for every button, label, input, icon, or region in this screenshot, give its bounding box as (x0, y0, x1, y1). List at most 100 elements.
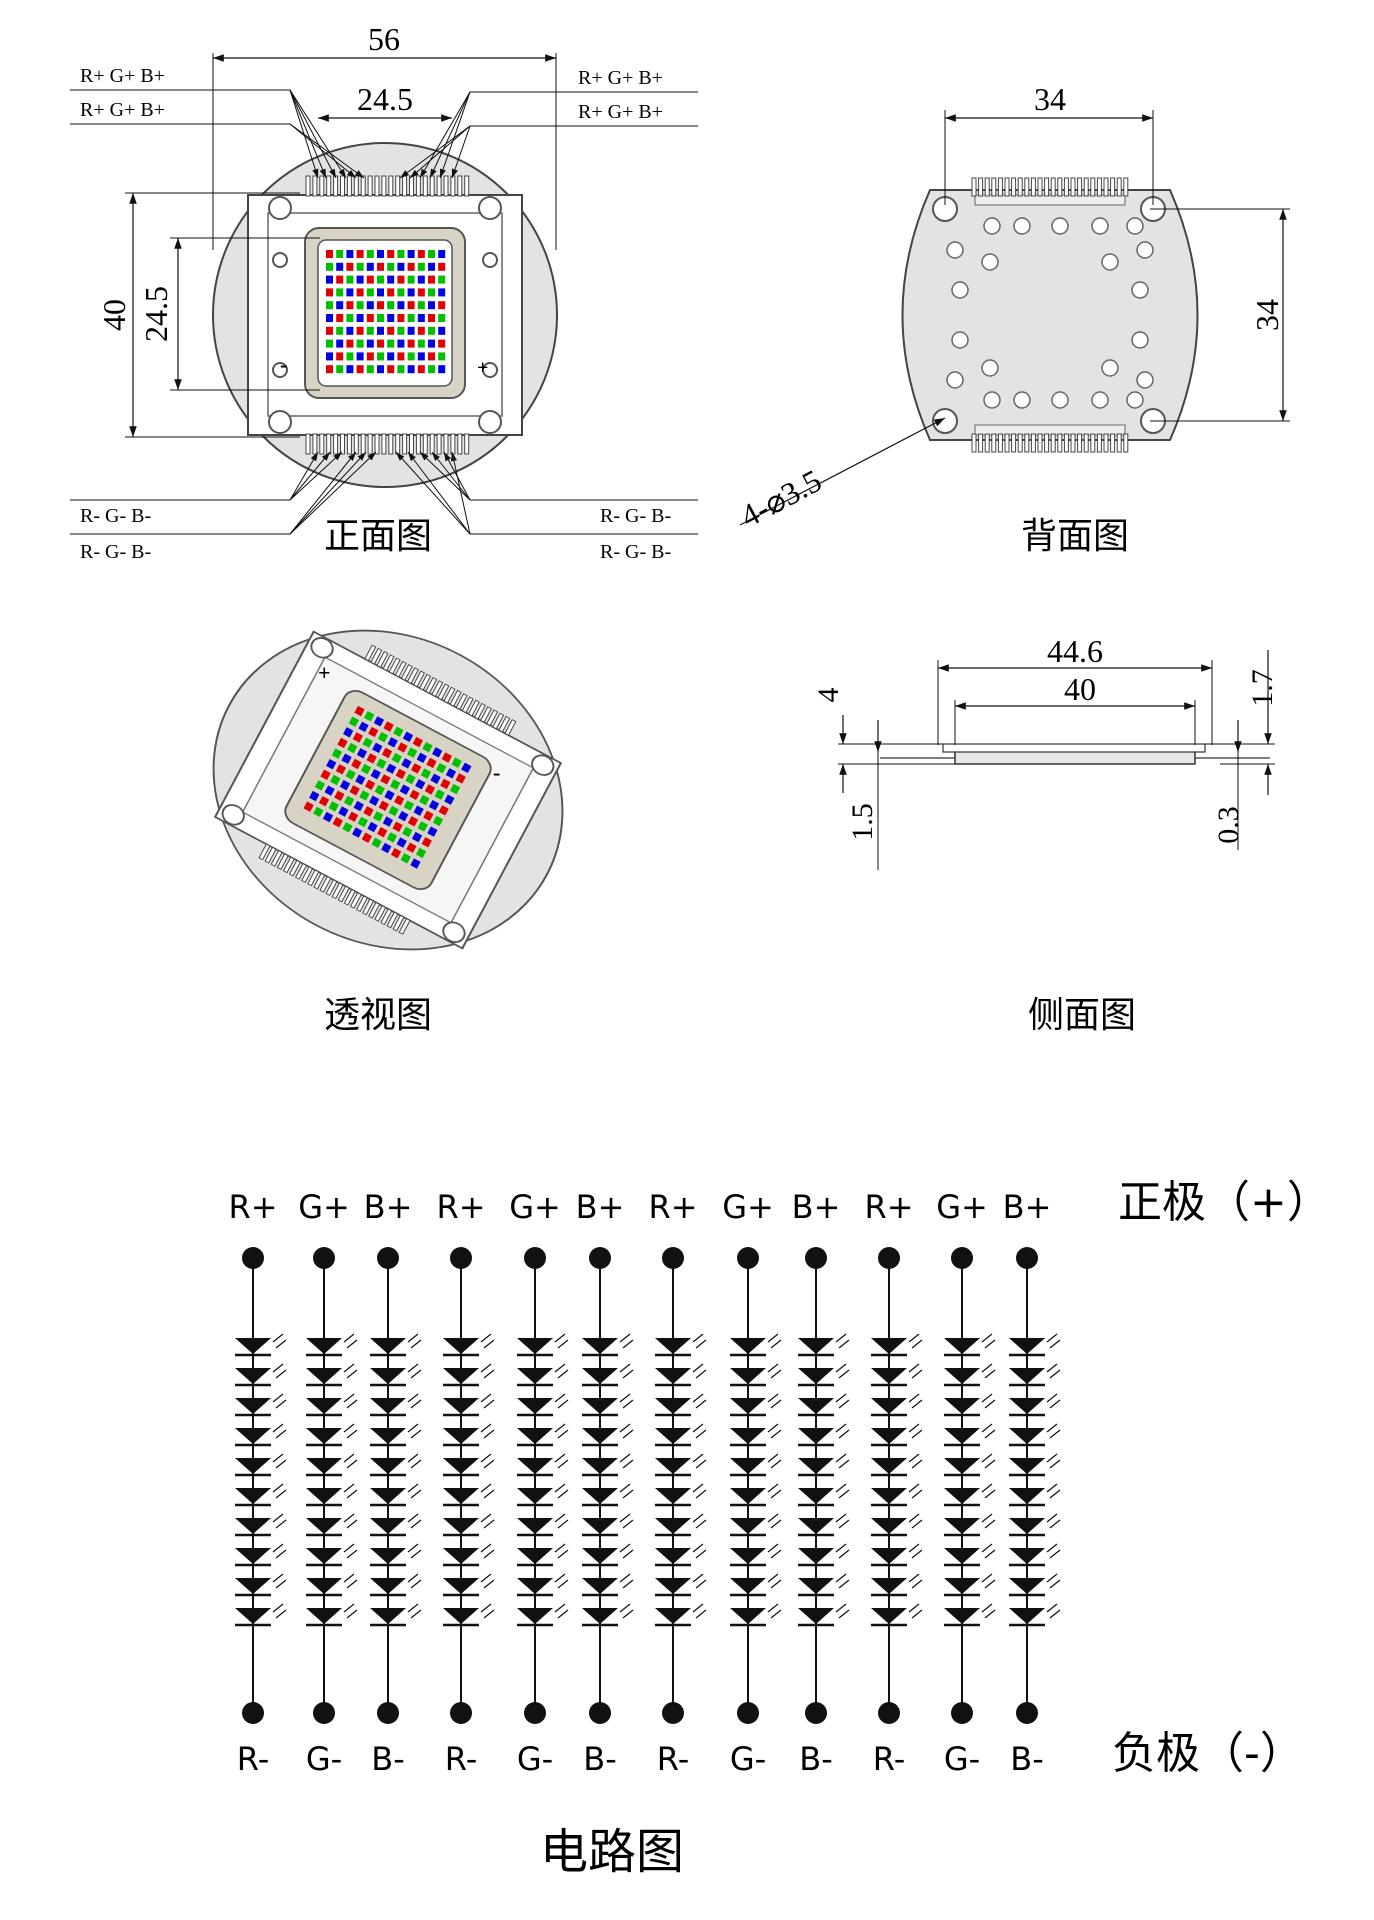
light-arrow (410, 1549, 422, 1559)
led-chip (440, 778, 451, 790)
mount-hole (932, 408, 958, 434)
led-chip (387, 301, 395, 310)
light-arrow (767, 1453, 779, 1463)
circuit-bottom-labels: R-G-B-R-G-B-R-G-B-R-G-B- (237, 1740, 1044, 1778)
led-chip (384, 790, 395, 801)
led-chip (356, 250, 364, 258)
led-chip (354, 705, 365, 717)
led-chip (407, 301, 415, 310)
diode-triangle (655, 1458, 691, 1474)
light-arrow (695, 1489, 707, 1499)
diode-triangle (582, 1578, 618, 1594)
led-string (655, 1247, 707, 1724)
pin (1030, 433, 1036, 453)
leader-line (451, 125, 471, 179)
led-diode-symbol (370, 1453, 422, 1477)
led-diode-symbol (582, 1483, 634, 1507)
led-chip (377, 827, 388, 838)
led-chip (369, 795, 380, 806)
led-chip (366, 326, 374, 335)
led-string (443, 1247, 495, 1724)
led-chip (387, 314, 395, 322)
leader-line (419, 91, 471, 179)
diode-triangle (235, 1338, 271, 1354)
led-diode-symbol (370, 1333, 422, 1357)
dim-back-34-label: 34 (1034, 81, 1066, 117)
light-arrow (622, 1459, 634, 1469)
pin (1110, 177, 1116, 197)
side-view-caption: 侧面图 (1028, 995, 1136, 1036)
led-string (235, 1247, 287, 1724)
light-arrow (622, 1579, 634, 1589)
diode-triangle (235, 1578, 271, 1594)
light-arrow (911, 1579, 923, 1589)
led-chip (417, 314, 425, 322)
led-chip (366, 352, 374, 361)
positive-node (524, 1247, 546, 1269)
light-arrow (835, 1333, 847, 1343)
led-chip (352, 827, 363, 838)
via-hole (983, 391, 1001, 409)
light-arrow (984, 1579, 996, 1589)
diode-triangle (517, 1488, 553, 1504)
pin (436, 175, 442, 197)
diode-triangle (582, 1338, 618, 1354)
diode-triangle (517, 1548, 553, 1564)
led-chip (336, 352, 344, 361)
back-pins-bottom (971, 433, 1129, 453)
pin (1030, 177, 1036, 197)
side-body (880, 743, 1270, 765)
diode-triangle (582, 1608, 618, 1624)
diode-triangle (1009, 1578, 1045, 1594)
led-chip (349, 785, 360, 796)
leader-line (289, 89, 347, 179)
led-chip (326, 288, 333, 297)
led-diode-symbol (235, 1453, 287, 1477)
diode-triangle (582, 1428, 618, 1444)
pin (1050, 433, 1056, 453)
led-diode-symbol (1009, 1573, 1061, 1597)
led-chip (352, 732, 364, 743)
diode-triangle (655, 1518, 691, 1534)
led-diode-symbol (235, 1513, 287, 1537)
pin (288, 859, 301, 877)
positive-node (242, 1247, 264, 1269)
led-chip (356, 262, 364, 271)
pin (1011, 433, 1017, 453)
light-arrow (346, 1519, 358, 1529)
led-diode-symbol (306, 1573, 358, 1597)
light-arrow (407, 1513, 419, 1523)
light-arrow (410, 1399, 422, 1409)
light-arrow (346, 1609, 358, 1619)
led-diode-symbol (944, 1333, 996, 1357)
light-arrow (483, 1369, 495, 1379)
diode-triangle (798, 1578, 834, 1594)
negative-node (450, 1702, 472, 1724)
light-arrow (695, 1519, 707, 1529)
light-arrow (275, 1369, 287, 1379)
light-arrow (835, 1483, 847, 1493)
leader-line (407, 451, 471, 535)
led-chip (347, 811, 359, 822)
led-chip (397, 262, 405, 271)
led-chip (407, 326, 415, 335)
led-chip (322, 811, 334, 823)
leader-line (409, 125, 471, 179)
diode-triangle (730, 1458, 766, 1474)
led-chip (406, 842, 417, 853)
led-chip (387, 737, 398, 748)
light-arrow (346, 1489, 358, 1499)
led-chip (445, 768, 457, 779)
leader-line (289, 89, 337, 179)
led-chip (326, 759, 337, 770)
pin (984, 433, 990, 453)
diode-triangle (582, 1398, 618, 1414)
diode-triangle (730, 1488, 766, 1504)
led-chip (388, 805, 399, 817)
pin (319, 875, 332, 893)
positive-node (805, 1247, 827, 1269)
persp-minus-sign: - (493, 760, 500, 785)
diode-triangle (443, 1518, 479, 1534)
light-arrow (981, 1483, 993, 1493)
via-hole (1013, 391, 1031, 409)
